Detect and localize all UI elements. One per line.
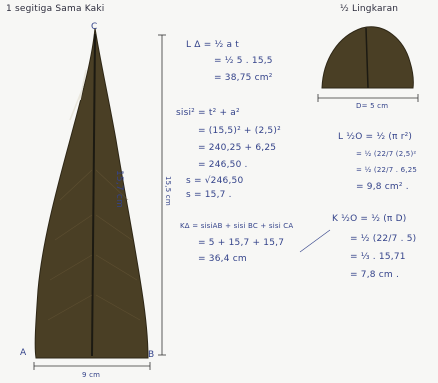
perimeter-semicircle-line-3: = ⅓ . 15,71 (350, 252, 406, 262)
area-semicircle-line-3: = ½ (22/7 . 6,25 (356, 166, 418, 174)
pointer-line (299, 229, 331, 253)
area-semicircle-line-1: L ½Ο = ½ (π r²) (338, 132, 413, 142)
diameter-label: D= 5 cm (356, 102, 389, 110)
base-label: 9 cm (82, 371, 101, 379)
pythagoras-line-3: = 240,25 + 6,25 (198, 143, 277, 153)
pythagoras-line-6: s = 15,7 . (186, 190, 232, 200)
perimeter-triangle-line-2: = 5 + 15,7 + 15,7 (198, 238, 285, 248)
perimeter-semicircle-line-2: = ½ (22/7 . 5) (350, 234, 417, 244)
vertex-a: A (20, 348, 27, 358)
triangle-leaf (34, 27, 149, 359)
pythagoras-line-2: = (15,5)² + (2,5)² (198, 126, 281, 136)
title-triangle: 1 segitiga Sama Kaki (6, 4, 105, 14)
height-label: 15,5 cm (164, 176, 172, 206)
title-semicircle: ½ Lingkaran (340, 4, 399, 14)
perimeter-semicircle-line-1: K ½Ο = ½ (π D) (332, 214, 407, 224)
leaf-tear (69, 69, 87, 121)
area-semicircle-line-2: = ½ (22/7 (2,5)² (356, 150, 417, 158)
perimeter-triangle-line-3: = 36,4 cm (198, 254, 247, 264)
side-label: 15,7 cm (114, 170, 124, 209)
area-triangle-line-3: = 38,75 cm² (214, 73, 273, 83)
semicircle-midrib (365, 27, 369, 89)
leaf-veins (47, 169, 141, 321)
perimeter-semicircle-line-4: = 7,8 cm . (350, 270, 400, 280)
pythagoras-line-5: s = √246,50 (186, 176, 244, 186)
perimeter-triangle-line-1: KΔ = sisiAB + sisi BC + sisi CA (180, 222, 294, 230)
vertex-b: B (148, 350, 155, 360)
pythagoras-line-1: sisi² = t² + a² (176, 108, 240, 118)
area-semicircle-line-4: = 9,8 cm² . (356, 182, 409, 192)
pythagoras-line-4: = 246,50 . (198, 160, 248, 170)
leaf-midrib (91, 33, 96, 357)
vertex-c: C (91, 22, 98, 32)
area-triangle-line-1: L Δ = ½ a t (186, 40, 239, 50)
area-triangle-line-2: = ½ 5 . 15,5 (214, 56, 273, 66)
